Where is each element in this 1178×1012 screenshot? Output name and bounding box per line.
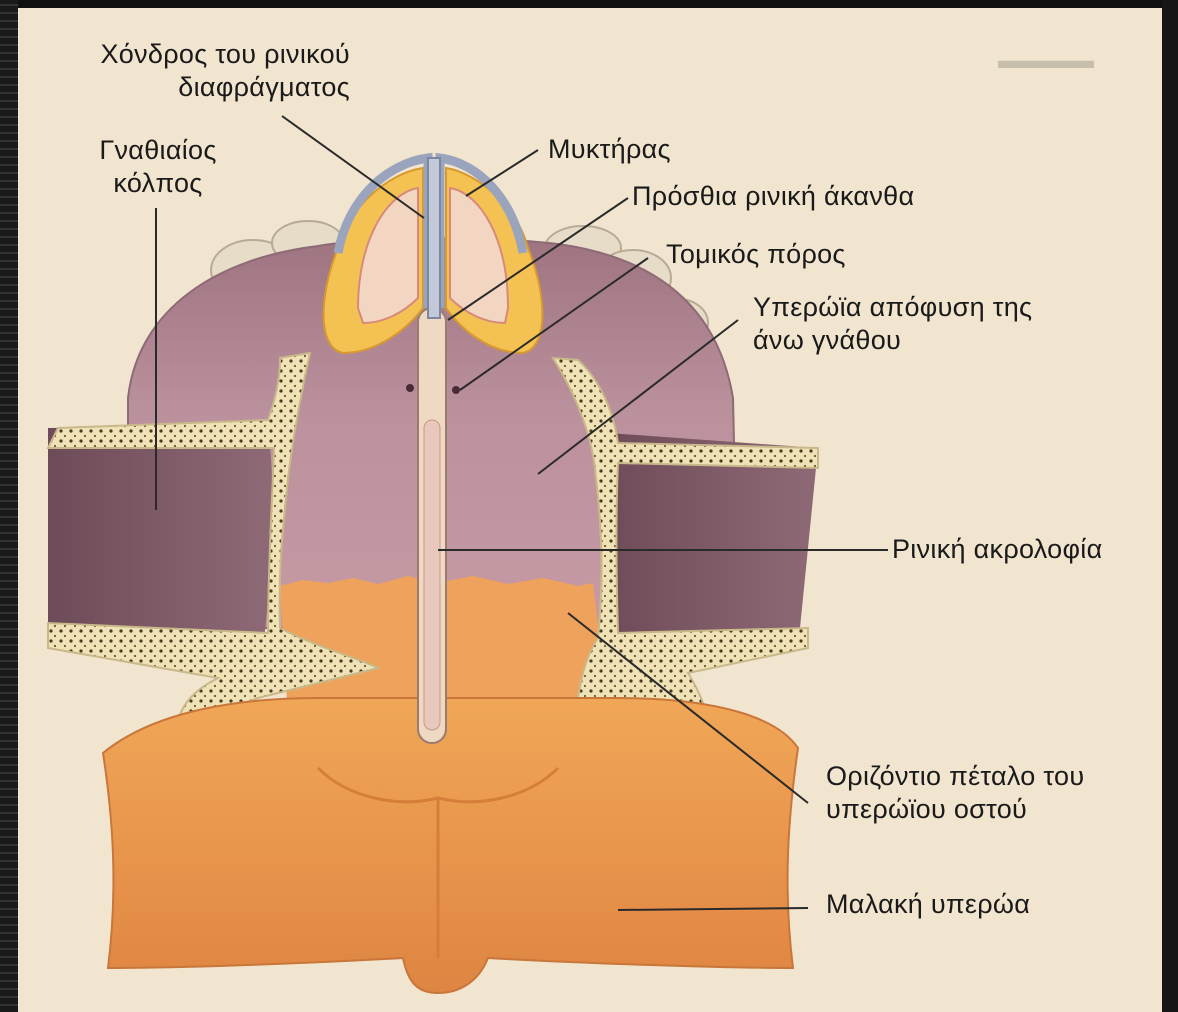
label-soft-palate-line1: Μαλακή υπερώα bbox=[826, 888, 1030, 921]
diagram-page: ▬▬▬▬ bbox=[18, 8, 1162, 1012]
photo-frame-right bbox=[1162, 0, 1178, 1012]
label-horizontal-plate-line1: Οριζόντιο πέταλο του bbox=[826, 760, 1084, 793]
left-maxillary-sinus bbox=[48, 426, 272, 648]
label-horizontal-plate: Οριζόντιο πέταλο του υπερώϊου οστού bbox=[826, 760, 1084, 826]
label-maxillary-sinus: Γναθιαίος κόλπος bbox=[58, 134, 258, 200]
incisive-canal-dot bbox=[452, 386, 460, 394]
photo-frame-left bbox=[0, 0, 18, 1012]
label-nasal-crest: Ρινική ακρολοφία bbox=[892, 533, 1103, 566]
label-palatine-process-line2: άνω γνάθου bbox=[753, 324, 1032, 357]
photo-frame-top bbox=[0, 0, 1178, 8]
incisive-canal-dot-left bbox=[406, 384, 414, 392]
label-incisive-canal-line1: Τομικός πόρος bbox=[666, 238, 846, 271]
label-maxillary-sinus-line2: κόλπος bbox=[58, 167, 258, 200]
label-septal-cartilage-line2: διαφράγματος bbox=[18, 71, 350, 104]
label-nostril: Μυκτήρας bbox=[548, 133, 671, 166]
label-palatine-process: Υπερώϊα απόφυση της άνω γνάθου bbox=[753, 291, 1032, 357]
soft-palate bbox=[103, 698, 798, 993]
label-horizontal-plate-line2: υπερώϊου οστού bbox=[826, 793, 1084, 826]
label-anterior-nasal-spine-line1: Πρόσθια ρινική άκανθα bbox=[632, 180, 914, 213]
nasal-crest-inner bbox=[424, 420, 440, 730]
label-palatine-process-line1: Υπερώϊα απόφυση της bbox=[753, 291, 1032, 324]
septal-cartilage-strip bbox=[428, 158, 440, 318]
label-incisive-canal: Τομικός πόρος bbox=[666, 238, 846, 271]
label-soft-palate: Μαλακή υπερώα bbox=[826, 888, 1030, 921]
label-anterior-nasal-spine: Πρόσθια ρινική άκανθα bbox=[632, 180, 914, 213]
label-septal-cartilage-line1: Χόνδρος του ρινικού bbox=[18, 38, 350, 71]
label-nasal-crest-line1: Ρινική ακρολοφία bbox=[892, 533, 1103, 566]
label-nostril-line1: Μυκτήρας bbox=[548, 133, 671, 166]
label-septal-cartilage: Χόνδρος του ρινικού διαφράγματος bbox=[18, 38, 350, 104]
label-maxillary-sinus-line1: Γναθιαίος bbox=[58, 134, 258, 167]
